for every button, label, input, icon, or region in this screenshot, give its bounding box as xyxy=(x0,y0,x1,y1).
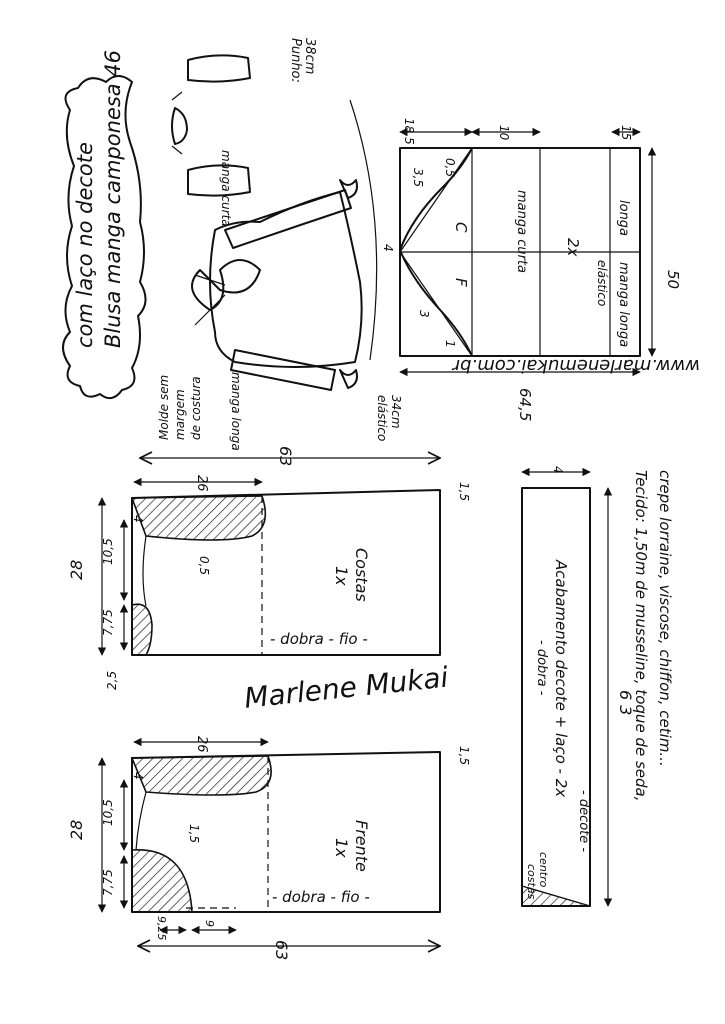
binding-labels: - dobra - Acabamento decote + laço - 2x … xyxy=(525,466,635,900)
short-sleeve-bottom xyxy=(187,164,251,197)
sleeve-dim-185: 18,5 xyxy=(402,118,416,145)
mold-note-2: margem xyxy=(173,389,187,440)
binding-label: Acabamento decote + laço - 2x xyxy=(552,559,570,797)
front-fold: - dobra - fio - xyxy=(272,888,370,906)
binding-width-label: 4 xyxy=(551,466,565,474)
sleeve-width-label: 50 xyxy=(664,270,682,289)
back-fold: - dobra - fio - xyxy=(270,630,368,648)
fabric-line2: crepe lorraine, viscose, chiffon, cetim.… xyxy=(656,470,674,767)
blouse-illustration xyxy=(171,54,378,391)
front-label: Frente xyxy=(352,820,371,872)
front-height-label: 28 xyxy=(67,820,86,840)
title-cloud: Blusa manga camponesa 46 com laço no dec… xyxy=(62,50,147,400)
binding-decote: - decote - xyxy=(576,790,591,852)
binding-hatch xyxy=(521,885,591,907)
cuff-ruffle-top xyxy=(339,179,358,199)
mold-note-3: de costura xyxy=(189,376,203,440)
manga-longa-caption: manga longa xyxy=(229,372,243,451)
front-dim-9: 9 xyxy=(203,920,216,927)
sleeve-dim-15: 15 xyxy=(619,125,633,140)
sleeve-dim-1: 1 xyxy=(443,340,457,348)
back-height-label: 28 xyxy=(67,560,86,580)
front-dim-105: 10,5 xyxy=(101,799,115,826)
sleeve-height-label: 64,5 xyxy=(516,388,534,421)
title-line1: Blusa manga camponesa 46 xyxy=(101,50,125,348)
cuff-ruffle xyxy=(339,369,358,389)
front-neck-hatch xyxy=(131,849,193,913)
sleeve-label-f: F xyxy=(452,278,470,287)
back-dim-105: 10,5 xyxy=(101,538,115,565)
sleeve-manga-longa: manga longa xyxy=(616,262,631,347)
front-armhole-hatch xyxy=(130,755,272,796)
back-neck-hatch xyxy=(131,603,153,656)
sleeve-manga-curta: manga curta xyxy=(514,190,529,273)
back-dim-775: 7,75 xyxy=(101,609,115,636)
back-outline xyxy=(131,489,441,656)
sleeve-dim-3: 3 xyxy=(417,310,431,318)
signature: Marlene Mukai xyxy=(243,661,450,715)
back-dim-15: 1,5 xyxy=(457,482,471,501)
front-dim-4: 4 xyxy=(131,772,145,780)
binding-length-label: 6 3 xyxy=(616,690,635,715)
binding-centro: centro xyxy=(537,852,550,888)
sleeve-dim-05: 0,5 xyxy=(443,158,457,177)
back-armhole-hatch xyxy=(130,495,267,541)
front-dim-775: 7,75 xyxy=(101,869,115,896)
binding-costas: costas xyxy=(525,864,538,900)
back-dim-25: 2,5 xyxy=(105,671,119,690)
punho-label: Punho: xyxy=(288,38,303,83)
sleeve-dim-10: 10 xyxy=(497,125,511,141)
front-dim-15-mid: 1,5 xyxy=(187,824,201,843)
front-dim-15-top: 1,5 xyxy=(457,746,471,765)
front-labels: 63 26 4 1,5 1,5 28 10,5 7,75 9,25 9 Fren… xyxy=(67,736,471,960)
back-labels: 63 26 4 1,5 0,5 28 10,5 7,75 2,5 Costas … xyxy=(67,446,471,690)
sleeve-dim-35: 3,5 xyxy=(411,168,425,187)
fabric-note: Tecido: 1,50m de musseline, toque de sed… xyxy=(632,470,674,801)
back-pattern xyxy=(97,458,441,656)
sleeve-dim-4: 4 xyxy=(381,244,395,252)
long-sleeve-top xyxy=(224,189,352,249)
back-label: Costas xyxy=(352,548,371,602)
sleeve-pattern xyxy=(399,127,657,377)
back-dim-26: 26 xyxy=(194,475,209,492)
front-dim-925: 9,25 xyxy=(155,916,168,941)
front-pattern xyxy=(97,737,440,946)
back-width-label: 63 xyxy=(276,446,295,466)
outline-arc xyxy=(349,99,378,361)
binding-strip xyxy=(521,467,613,907)
binding-dobra: - dobra - xyxy=(534,640,549,696)
bow xyxy=(191,259,261,311)
sleeve-labels: 50 64,5 10 18,5 15 3,5 0,5 4 3 1 C F man… xyxy=(381,118,682,421)
manga-curta-caption: manga curta xyxy=(219,150,233,227)
front-dim-26: 26 xyxy=(194,736,209,753)
fabric-line1: Tecido: 1,50m de musseline, toque de sed… xyxy=(632,470,650,801)
punho-size: 38cm xyxy=(302,38,317,74)
back-count: 1x xyxy=(332,566,351,586)
neckline-detail xyxy=(171,107,188,145)
elastico-caption: elástico xyxy=(375,395,389,441)
front-width-label: 63 xyxy=(272,940,291,960)
website-url: www.marlenemukai.com.br xyxy=(451,355,700,376)
front-count: 1x xyxy=(332,838,351,858)
long-sleeve-bottom xyxy=(230,349,336,391)
elastico-size: 34cm xyxy=(389,395,403,429)
mold-note-1: Molde sem xyxy=(157,375,171,440)
sleeve-longa: longa xyxy=(616,200,631,236)
back-dim-4: 4 xyxy=(131,515,145,523)
sleeve-elastico: elástico xyxy=(595,260,609,306)
short-sleeve-top xyxy=(187,54,251,83)
sleeve-label-c: C xyxy=(452,222,470,233)
back-dim-05: 0,5 xyxy=(197,556,211,575)
sleeve-count: 2x xyxy=(564,238,582,257)
title-line2: com laço no decote xyxy=(73,142,97,348)
